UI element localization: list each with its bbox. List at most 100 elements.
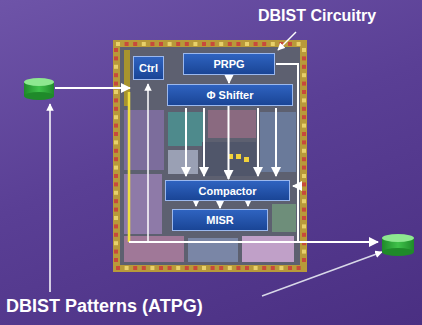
slide-label: DBIST Patterns (ATPG) — [6, 296, 203, 317]
bond-pad — [114, 107, 118, 111]
compact-arrow — [195, 203, 197, 206]
scan-chain-arrow — [257, 108, 259, 176]
output-wire — [129, 241, 378, 243]
bond-pad — [302, 73, 306, 77]
bond-pad — [297, 266, 301, 270]
die-region — [124, 236, 184, 262]
bond-pad — [116, 266, 120, 270]
bond-pad — [302, 182, 306, 186]
chip-ring — [113, 40, 307, 272]
bond-pad — [228, 42, 232, 46]
bond-pad — [150, 42, 154, 46]
bond-pad — [114, 73, 118, 77]
bond-pad — [159, 266, 163, 270]
bond-pad — [211, 266, 215, 270]
bond-pad — [288, 42, 292, 46]
bond-pad — [302, 258, 306, 262]
scan-wire — [128, 92, 131, 242]
chip-die — [120, 47, 300, 265]
bond-pad — [114, 241, 118, 245]
bond-pad — [271, 42, 275, 46]
bond-pad — [297, 42, 301, 46]
bond-pad — [142, 266, 146, 270]
slide-label: DBIST Circuitry — [258, 7, 376, 25]
bond-pad — [302, 132, 306, 136]
bond-pad — [202, 266, 206, 270]
bond-pad — [302, 208, 306, 212]
bond-pad — [302, 157, 306, 161]
bond-pad — [114, 82, 118, 86]
bond-pad — [279, 266, 283, 270]
scan-chain-arrow — [275, 108, 277, 176]
input-wire — [55, 87, 130, 89]
bond-pad — [302, 233, 306, 237]
bond-pad — [133, 42, 137, 46]
bond-pad — [114, 182, 118, 186]
bond-pad — [114, 216, 118, 220]
bond-pad — [302, 56, 306, 60]
bond-pad — [114, 65, 118, 69]
bond-pad — [114, 174, 118, 178]
die-region — [242, 236, 294, 262]
bond-pad — [302, 166, 306, 170]
bond-pad — [114, 132, 118, 136]
bond-pad — [202, 42, 206, 46]
bond-pad — [254, 266, 258, 270]
signal-arrow — [228, 106, 230, 179]
bond-pad — [302, 98, 306, 102]
bond-pad — [236, 42, 240, 46]
bond-pad — [288, 266, 292, 270]
bond-pad — [114, 149, 118, 153]
block-label: Ctrl — [139, 62, 158, 74]
bond-pad — [302, 82, 306, 86]
bond-pad — [185, 42, 189, 46]
bond-pad — [114, 90, 118, 94]
bond-pad — [114, 140, 118, 144]
bond-pad — [114, 258, 118, 262]
cylinder-bottom — [24, 92, 54, 100]
die-dot — [244, 157, 249, 162]
bond-pad — [168, 266, 172, 270]
bond-pad — [114, 48, 118, 52]
dbist-block: Ctrl — [133, 56, 164, 80]
bond-pad — [114, 208, 118, 212]
bond-pad — [271, 266, 275, 270]
bond-pad — [302, 250, 306, 254]
bond-pad — [193, 266, 197, 270]
bond-pad — [114, 191, 118, 195]
signal-arrow — [228, 75, 230, 83]
leader-line — [278, 32, 296, 50]
bond-pad — [302, 191, 306, 195]
bond-pad — [142, 42, 146, 46]
bond-pad — [302, 140, 306, 144]
bond-pad — [228, 266, 232, 270]
compact-arrow — [247, 203, 249, 206]
bond-pad — [302, 174, 306, 178]
bond-pad — [114, 224, 118, 228]
die-region — [272, 204, 296, 232]
bond-pad — [125, 42, 129, 46]
block-label: Φ Shifter — [207, 89, 254, 101]
dbist-block: Compactor — [165, 180, 290, 201]
bond-pad — [302, 48, 306, 52]
die-region — [168, 150, 198, 174]
block-label: PRPG — [213, 58, 244, 70]
bond-pad — [245, 42, 249, 46]
bond-pad — [302, 107, 306, 111]
signal-arrow — [219, 201, 221, 208]
bond-pad — [185, 266, 189, 270]
bond-pad — [211, 42, 215, 46]
bond-pad — [302, 115, 306, 119]
bond-pad — [302, 224, 306, 228]
bond-pad — [302, 90, 306, 94]
bond-pad — [116, 42, 120, 46]
bond-pad — [114, 233, 118, 237]
bond-pad — [262, 42, 266, 46]
bond-pad — [114, 124, 118, 128]
bond-pad — [114, 166, 118, 170]
bond-pad — [302, 65, 306, 69]
bond-pad — [302, 199, 306, 203]
feedback-wire — [276, 64, 298, 186]
feedback-wire — [297, 186, 299, 242]
